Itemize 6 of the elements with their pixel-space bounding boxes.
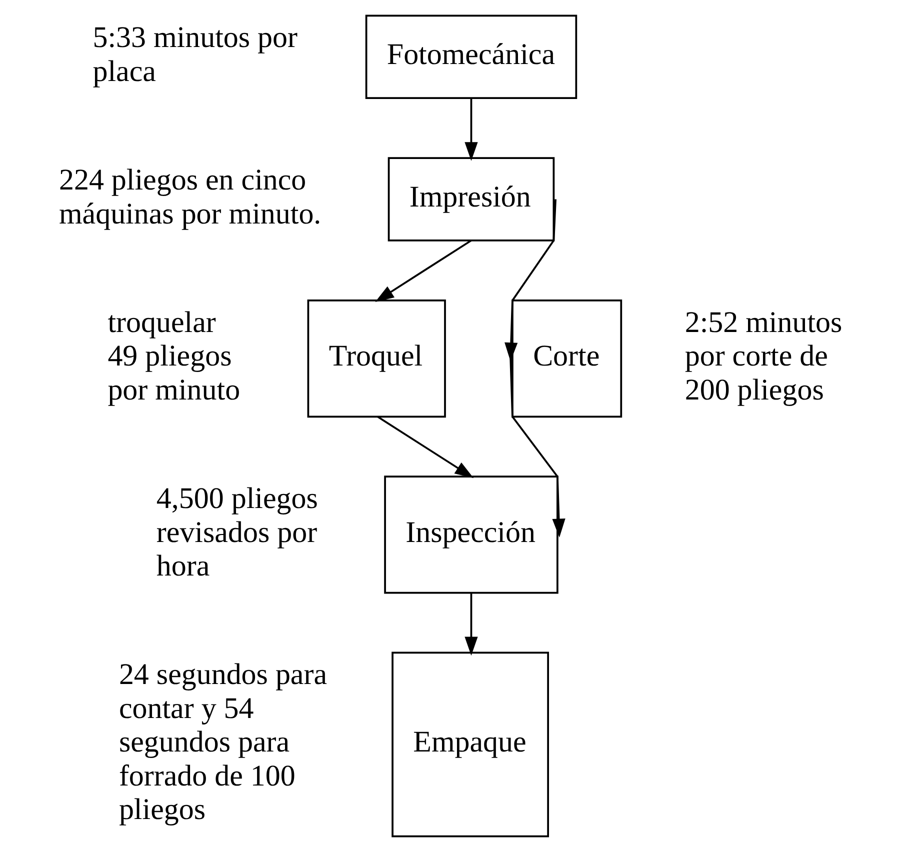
node-label: 5:33 minutos por placa	[92, 21, 298, 88]
node-label: 2:52 minutos por corte de 200 pliegos	[684, 306, 842, 406]
node-label: troquelar 49 pliegos por minuto	[107, 306, 240, 406]
node-label: 24 segundos para contar y 54 segundos para forrado de 100 pliegos	[118, 658, 327, 826]
node-label: 4,500 pliegos revisados por hora	[156, 482, 318, 583]
node-label: 224 pliegos en cinco máquinas por minuto.	[58, 164, 321, 230]
